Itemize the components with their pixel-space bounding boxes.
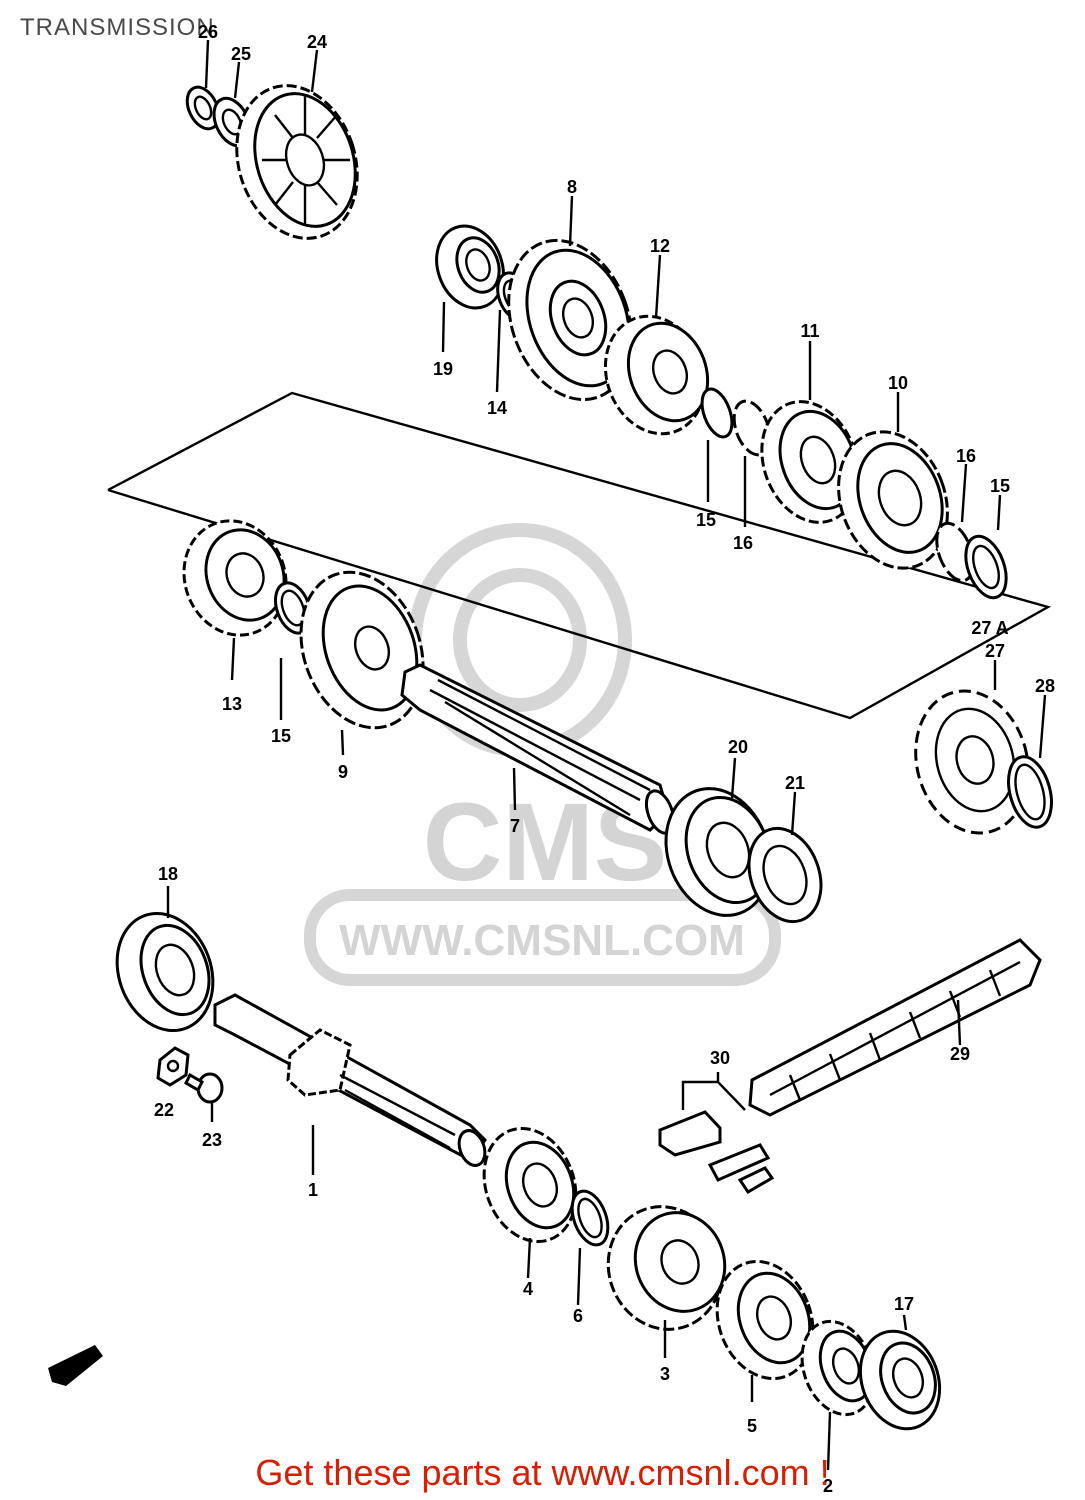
callout-30: 30	[710, 1048, 730, 1068]
callout-10: 10	[888, 373, 908, 393]
part-13-gear[interactable]	[168, 506, 302, 649]
part-1-mainshaft[interactable]	[213, 993, 489, 1169]
part-12-gear[interactable]	[589, 302, 720, 448]
part-21-oil-seal[interactable]	[737, 818, 834, 931]
part-26-washer[interactable]	[181, 82, 225, 134]
callout-9: 9	[338, 762, 348, 782]
callout-26: 26	[198, 22, 218, 42]
callout-12: 12	[650, 236, 670, 256]
callout-23: 23	[202, 1130, 222, 1150]
footer-parts-link[interactable]: Get these parts at www.cmsnl.com !	[255, 1452, 830, 1493]
callout-27a: 27 A	[971, 618, 1008, 638]
callout-3: 3	[660, 1364, 670, 1384]
callout-11: 11	[800, 321, 819, 341]
callout-15-upper: 15	[696, 510, 716, 530]
part-8-gear[interactable]	[487, 223, 652, 417]
part-15-washer-upper[interactable]	[696, 385, 738, 441]
part-11-gear[interactable]	[746, 388, 875, 536]
callout-25: 25	[231, 44, 251, 64]
callout-20: 20	[728, 737, 748, 757]
part-4-gear[interactable]	[469, 1115, 591, 1254]
part-19-oil-seal[interactable]	[426, 217, 515, 318]
callout-16-upper: 16	[733, 533, 753, 553]
leader-lines	[166, 39, 1047, 1471]
callout-19: 19	[433, 359, 453, 379]
callout-16-right: 16	[956, 446, 976, 466]
page-title: TRANSMISSION	[20, 14, 215, 41]
callout-7: 7	[510, 816, 520, 836]
part-10-gear[interactable]	[820, 416, 966, 583]
direction-marker-icon	[48, 1345, 103, 1386]
part-9-gear[interactable]	[280, 555, 444, 745]
callout-1: 1	[308, 1180, 318, 1200]
part-5-gear[interactable]	[701, 1248, 828, 1392]
part-17-bearing[interactable]	[847, 1320, 953, 1440]
callout-24: 24	[307, 32, 327, 52]
callout-29: 29	[950, 1044, 970, 1064]
callout-2: 2	[823, 1476, 833, 1496]
callout-4: 4	[523, 1279, 533, 1299]
part-15-washer-right[interactable]	[958, 531, 1014, 603]
part-23-screw[interactable]	[184, 1072, 224, 1104]
part-29-drive-chain[interactable]	[748, 938, 1042, 1117]
callout-28: 28	[1035, 676, 1055, 696]
watermark-logo: CMS WWW.CMSNL.COM	[304, 523, 781, 986]
callout-15-right: 15	[990, 476, 1010, 496]
part-30-master-link[interactable]	[658, 1110, 775, 1195]
part-24-sprocket[interactable]	[218, 70, 377, 254]
part-22-plate[interactable]	[156, 1046, 190, 1087]
callout-14: 14	[487, 398, 507, 418]
part-6-washer[interactable]	[565, 1186, 614, 1250]
part-18-bearing[interactable]	[101, 900, 228, 1044]
callout-5: 5	[747, 1416, 757, 1436]
callout-21: 21	[785, 773, 805, 793]
part-7-countershaft[interactable]	[400, 663, 679, 837]
part-28-circlip[interactable]	[1001, 752, 1058, 832]
callout-18: 18	[158, 864, 178, 884]
part-3-gear[interactable]	[591, 1191, 739, 1346]
watermark-url-text: WWW.CMSNL.COM	[339, 916, 745, 965]
callout-27: 27	[985, 641, 1005, 661]
part-27-drive-sprocket[interactable]	[900, 678, 1044, 846]
callout-13: 13	[222, 694, 242, 714]
callout-8: 8	[567, 177, 577, 197]
callout-15-left: 15	[271, 726, 291, 746]
callout-6: 6	[573, 1306, 583, 1326]
callout-17: 17	[894, 1294, 914, 1314]
assembly-frame	[107, 391, 1052, 720]
callout-22: 22	[154, 1100, 174, 1120]
